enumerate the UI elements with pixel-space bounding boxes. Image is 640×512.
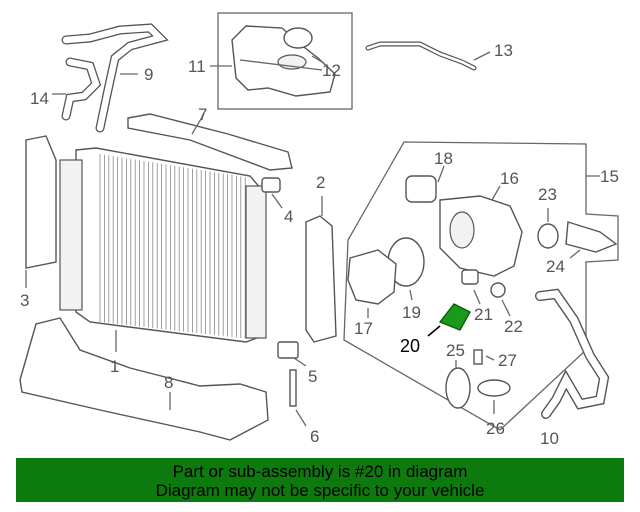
- callout-18: 18: [434, 149, 453, 168]
- hose-10: [535, 288, 610, 419]
- callout-22: 22: [504, 317, 523, 336]
- callout-1: 1: [110, 357, 119, 376]
- callout-6: 6: [310, 427, 319, 446]
- upper-bracket-7: [127, 113, 293, 171]
- upper-hoses: [52, 23, 169, 133]
- callout-20: 20: [400, 336, 420, 356]
- side-deflector-2: [305, 196, 337, 343]
- group-15-outline: [343, 141, 619, 431]
- callout-3: 3: [20, 291, 29, 310]
- callout-5: 5: [308, 367, 317, 386]
- part-18-sensor: [405, 175, 437, 203]
- callout-2: 2: [316, 173, 325, 192]
- info-banner: Part or sub-assembly is #20 in diagram D…: [16, 458, 624, 502]
- part-17-outlet: [347, 249, 397, 305]
- banner-line-2: Diagram may not be specific to your vehi…: [155, 481, 485, 500]
- callout-23: 23: [538, 185, 557, 204]
- banner-line-1: Part or sub-assembly is #20 in diagram: [172, 462, 468, 481]
- callout-21: 21: [474, 305, 493, 324]
- reservoir-cap: [283, 27, 313, 49]
- callout-9: 9: [144, 65, 153, 84]
- callout-15: 15: [600, 167, 619, 186]
- callout-13: 13: [494, 41, 513, 60]
- callout-16: 16: [500, 169, 519, 188]
- side-deflector-3: [25, 135, 57, 288]
- callout-27: 27: [498, 351, 517, 370]
- callout-26: 26: [486, 419, 505, 438]
- callout-4: 4: [284, 207, 293, 226]
- callout-14: 14: [30, 89, 49, 108]
- part-20-highlighted: [438, 303, 471, 331]
- thermostat-housing-group: [343, 141, 619, 431]
- callout-7: 7: [198, 105, 207, 124]
- exploded-parts-diagram: 1 2 3 4 5 6 7 8 9 10 11 12 13 14 15 16 1…: [19, 12, 619, 448]
- callout-17: 17: [354, 319, 373, 338]
- callout-24: 24: [546, 257, 565, 276]
- radiator-1: [59, 147, 267, 352]
- reservoir-group: [210, 12, 353, 110]
- callout-labels: 1 2 3 4 5 6 7 8 9 10 11 12 13 14 15 16 1…: [20, 41, 619, 448]
- hose-13: [365, 41, 491, 71]
- callout-12: 12: [322, 61, 341, 80]
- callout-25: 25: [446, 341, 465, 360]
- radiator-fins: [99, 154, 246, 339]
- callout-19: 19: [402, 303, 421, 322]
- lower-shield-8: [19, 317, 269, 441]
- callout-11: 11: [188, 57, 206, 76]
- callout-8: 8: [164, 373, 173, 392]
- callout-10: 10: [540, 429, 559, 448]
- reservoir-frame: [217, 12, 353, 110]
- small-parts-left: [261, 177, 307, 427]
